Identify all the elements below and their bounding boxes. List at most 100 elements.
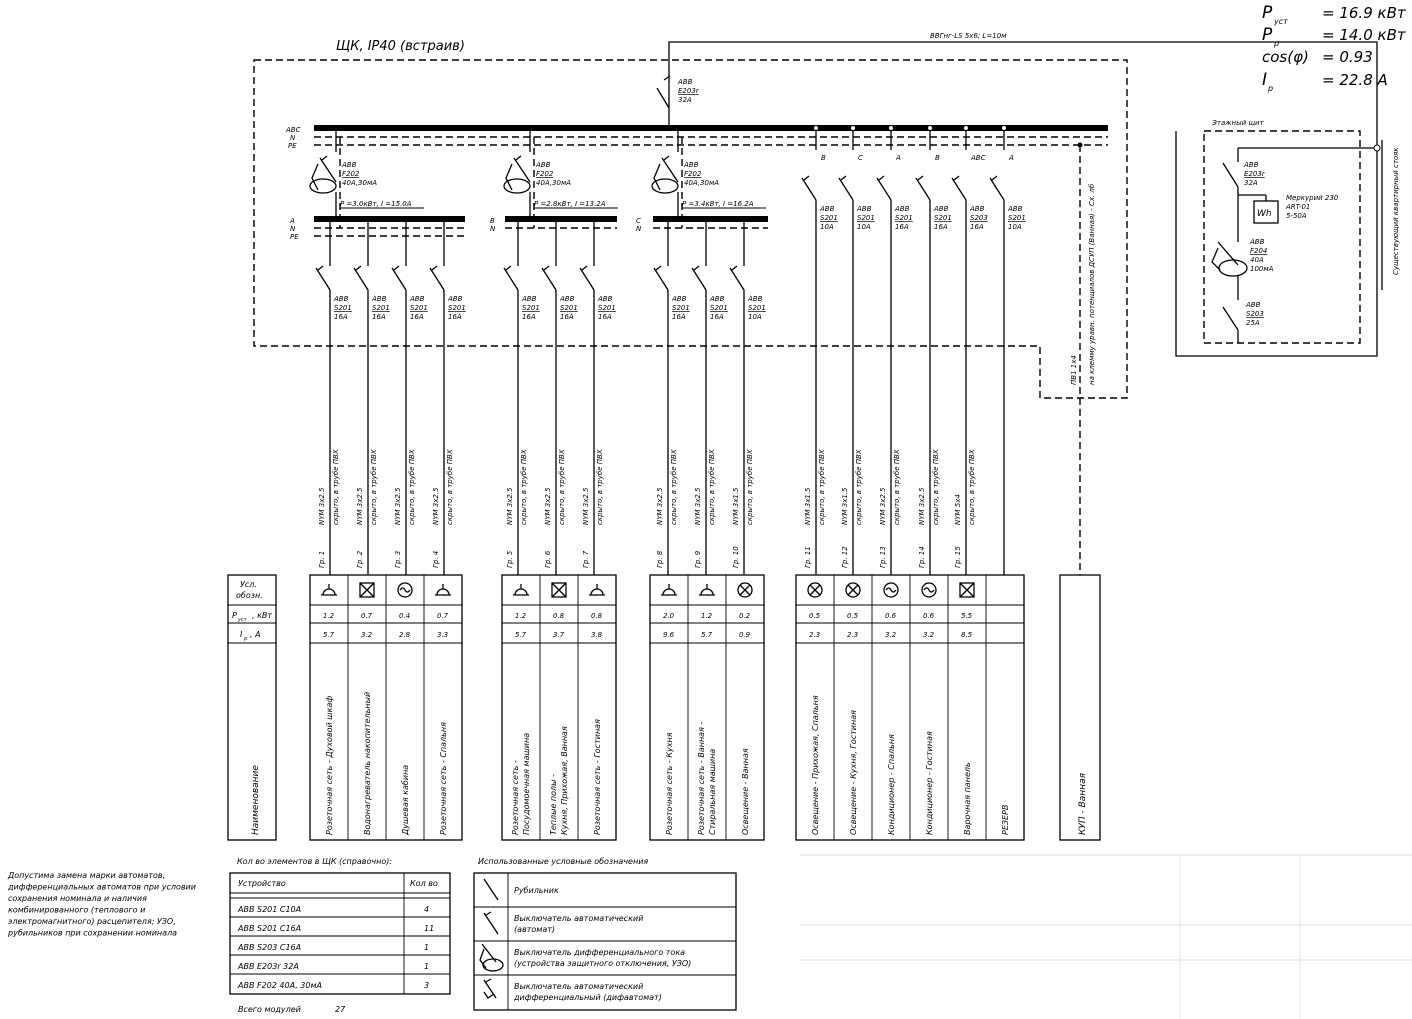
rcbo-rating: 40A,30мA [342,179,377,187]
sub-breaker-model: S201 [334,304,352,312]
cable-install: скрыто, в трубе ПВХ [746,449,754,525]
summary-cos-label: cos(φ) [1262,48,1309,66]
cable-install: скрыто, в трубе ПВХ [968,449,976,525]
group-number: Гр. 9 [694,550,702,568]
sub-breaker-brand: ABB [521,295,537,303]
group-number: Гр. 1 [318,551,326,568]
header-symbol-line2: обозн. [236,591,263,600]
main-breaker-rating: 32A [678,96,692,104]
group-number: Гр. 10 [732,546,740,568]
meter-range: 5-50A [1286,212,1307,220]
group-name: Теплые полы - [549,774,558,835]
cable-type: NYM 5х4 [954,494,962,525]
note-line: Допустима замена марки автоматов, [7,871,165,880]
sub-breaker-model: S201 [560,304,578,312]
floor-breaker-model: E203r [1244,170,1266,178]
direct-breaker-model: S201 [857,214,875,222]
direct-breaker-rating: 10A [857,223,871,231]
group-number: Гр. 7 [582,550,590,568]
group-current: 9.6 [663,631,675,639]
summary-p-ust-sub: уст [1273,17,1288,26]
sub-breaker-brand: ABB [333,295,349,303]
summary-p-ust-label: P [1262,3,1273,23]
rcbo-brand: ABB [535,161,551,169]
cable-type: NYM 3х2.5 [694,487,702,525]
group-power: 0.2 [739,612,751,620]
direct-breaker-phase: B [821,154,826,162]
summary-p-r-value: = 14.0 кВт [1322,26,1407,44]
count-qty: 4 [424,905,429,914]
rcbo-phase-label: A [289,217,295,225]
group-power: 1.2 [323,612,335,620]
group-name: Розеточная сеть - Ванная - [697,722,706,835]
group-current: 0.9 [739,631,751,639]
note-line: электромагнитного) расцепителя; УЗО, [8,917,176,926]
sub-breaker-rating: 10A [748,313,762,321]
group-number: Гр. 4 [432,551,440,568]
group-name: Кондиционер - Спальня [887,734,896,835]
sub-breaker-rating: 16A [372,313,386,321]
group-power: 5.5 [961,612,973,620]
main-breaker-model: E203r [678,87,700,95]
panel-enclosure: ЩК, IP40 (встраив) [253,39,1128,399]
bond-text: на клемму уравн. потенциалов ДСУП (Ванна… [1088,183,1096,385]
group-power: 0.5 [809,612,821,620]
group-number: Гр. 15 [954,546,962,568]
group-current: 3.8 [591,631,603,639]
rcbo-load: P =2.8кВт, I =13.2A [534,200,606,208]
sub-breaker-rating: 16A [522,313,536,321]
group-name: Розеточная сеть - [511,760,520,835]
meter-symbol: Wh [1257,209,1272,219]
direct-breaker-phase: C [858,154,863,162]
motor-icon [883,582,899,598]
lamp-icon [737,582,753,598]
header-i-label: I [240,630,243,639]
sub-breaker-brand: ABB [559,295,575,303]
summary-block: P уст = 16.9 кВт P р = 14.0 кВт cos(φ) =… [1262,3,1407,93]
equipotential-bonding: ПВ1 1х4 на клемму уравн. потенциалов ДСУ… [1070,142,1096,575]
group-name: РЕЗЕРВ [1001,805,1010,835]
cable-install: скрыто, в трубе ПВХ [818,449,826,525]
direct-breaker-brand: ABB [819,205,835,213]
direct-breaker-layer: BABBS20110ACABBS20110AAABBS20116ABABBS20… [801,125,1026,231]
direct-breaker-brand: ABB [856,205,872,213]
sub-breaker-rating: 16A [672,313,686,321]
note-line: рубильников при сохранении номинала [7,929,177,938]
cable-type: NYM 3х2.5 [356,487,364,525]
group-name: Стиральная машина [708,749,717,835]
group-current: 8.5 [961,631,973,639]
header-i-sub: р [243,636,247,642]
cable-install: скрыто, в трубе ПВХ [520,449,528,525]
rcbo-phase-label: B [490,217,495,225]
floor-rcd-model: F204 [1250,247,1267,255]
group-current: 5.7 [323,631,335,639]
group-number: Гр. 6 [544,550,552,568]
count-qty: 3 [424,981,429,990]
floor-breaker2-brand: ABB [1245,301,1261,309]
sub-breaker-brand: ABB [597,295,613,303]
direct-breaker-brand: ABB [1007,205,1023,213]
meter-model: Меркурий 230 [1286,194,1339,202]
sub-breaker-rating: 16A [710,313,724,321]
group-current: 2.3 [809,631,820,639]
legend-row-3a: Выключатель дифференциального тока [514,948,685,957]
rcbo-phase-label: N [290,225,296,233]
summary-i-sub: р [1267,84,1273,93]
rcbo-model: F202 [684,170,702,178]
rcbo-phase-label: PE [290,233,299,241]
